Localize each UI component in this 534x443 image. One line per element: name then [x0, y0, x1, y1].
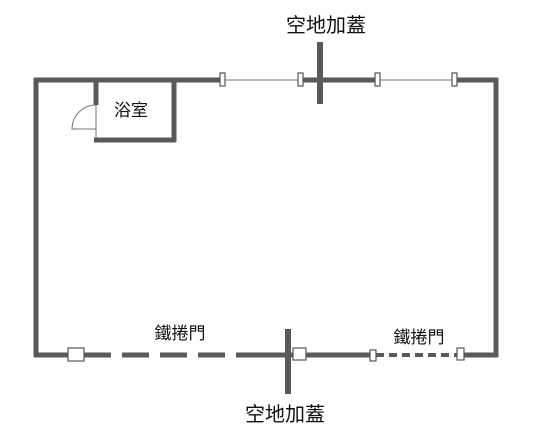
bottom-jambs: [67, 347, 465, 362]
window-jamb-1: [219, 72, 226, 87]
shutter-right-jamb-left: [369, 349, 377, 362]
shutter-left-jamb: [67, 347, 85, 362]
shutter-left-label: 鐵捲門: [155, 324, 206, 344]
top-windows: [219, 72, 458, 87]
bathroom-label: 浴室: [114, 101, 148, 121]
bottom-addition-label: 空地加蓋: [245, 402, 325, 426]
window-jamb-3: [374, 72, 381, 87]
shutter-middle-jamb: [292, 347, 307, 361]
shutter-right-jamb-right: [456, 347, 465, 361]
top-addition-label: 空地加蓋: [286, 13, 366, 37]
window-jamb-4: [451, 72, 458, 87]
shutter-right-label: 鐵捲門: [394, 328, 445, 348]
bathroom-door-swing: [71, 104, 97, 130]
outer-walls: [33, 77, 499, 358]
window-jamb-2: [297, 72, 304, 87]
bathroom: [71, 78, 177, 143]
